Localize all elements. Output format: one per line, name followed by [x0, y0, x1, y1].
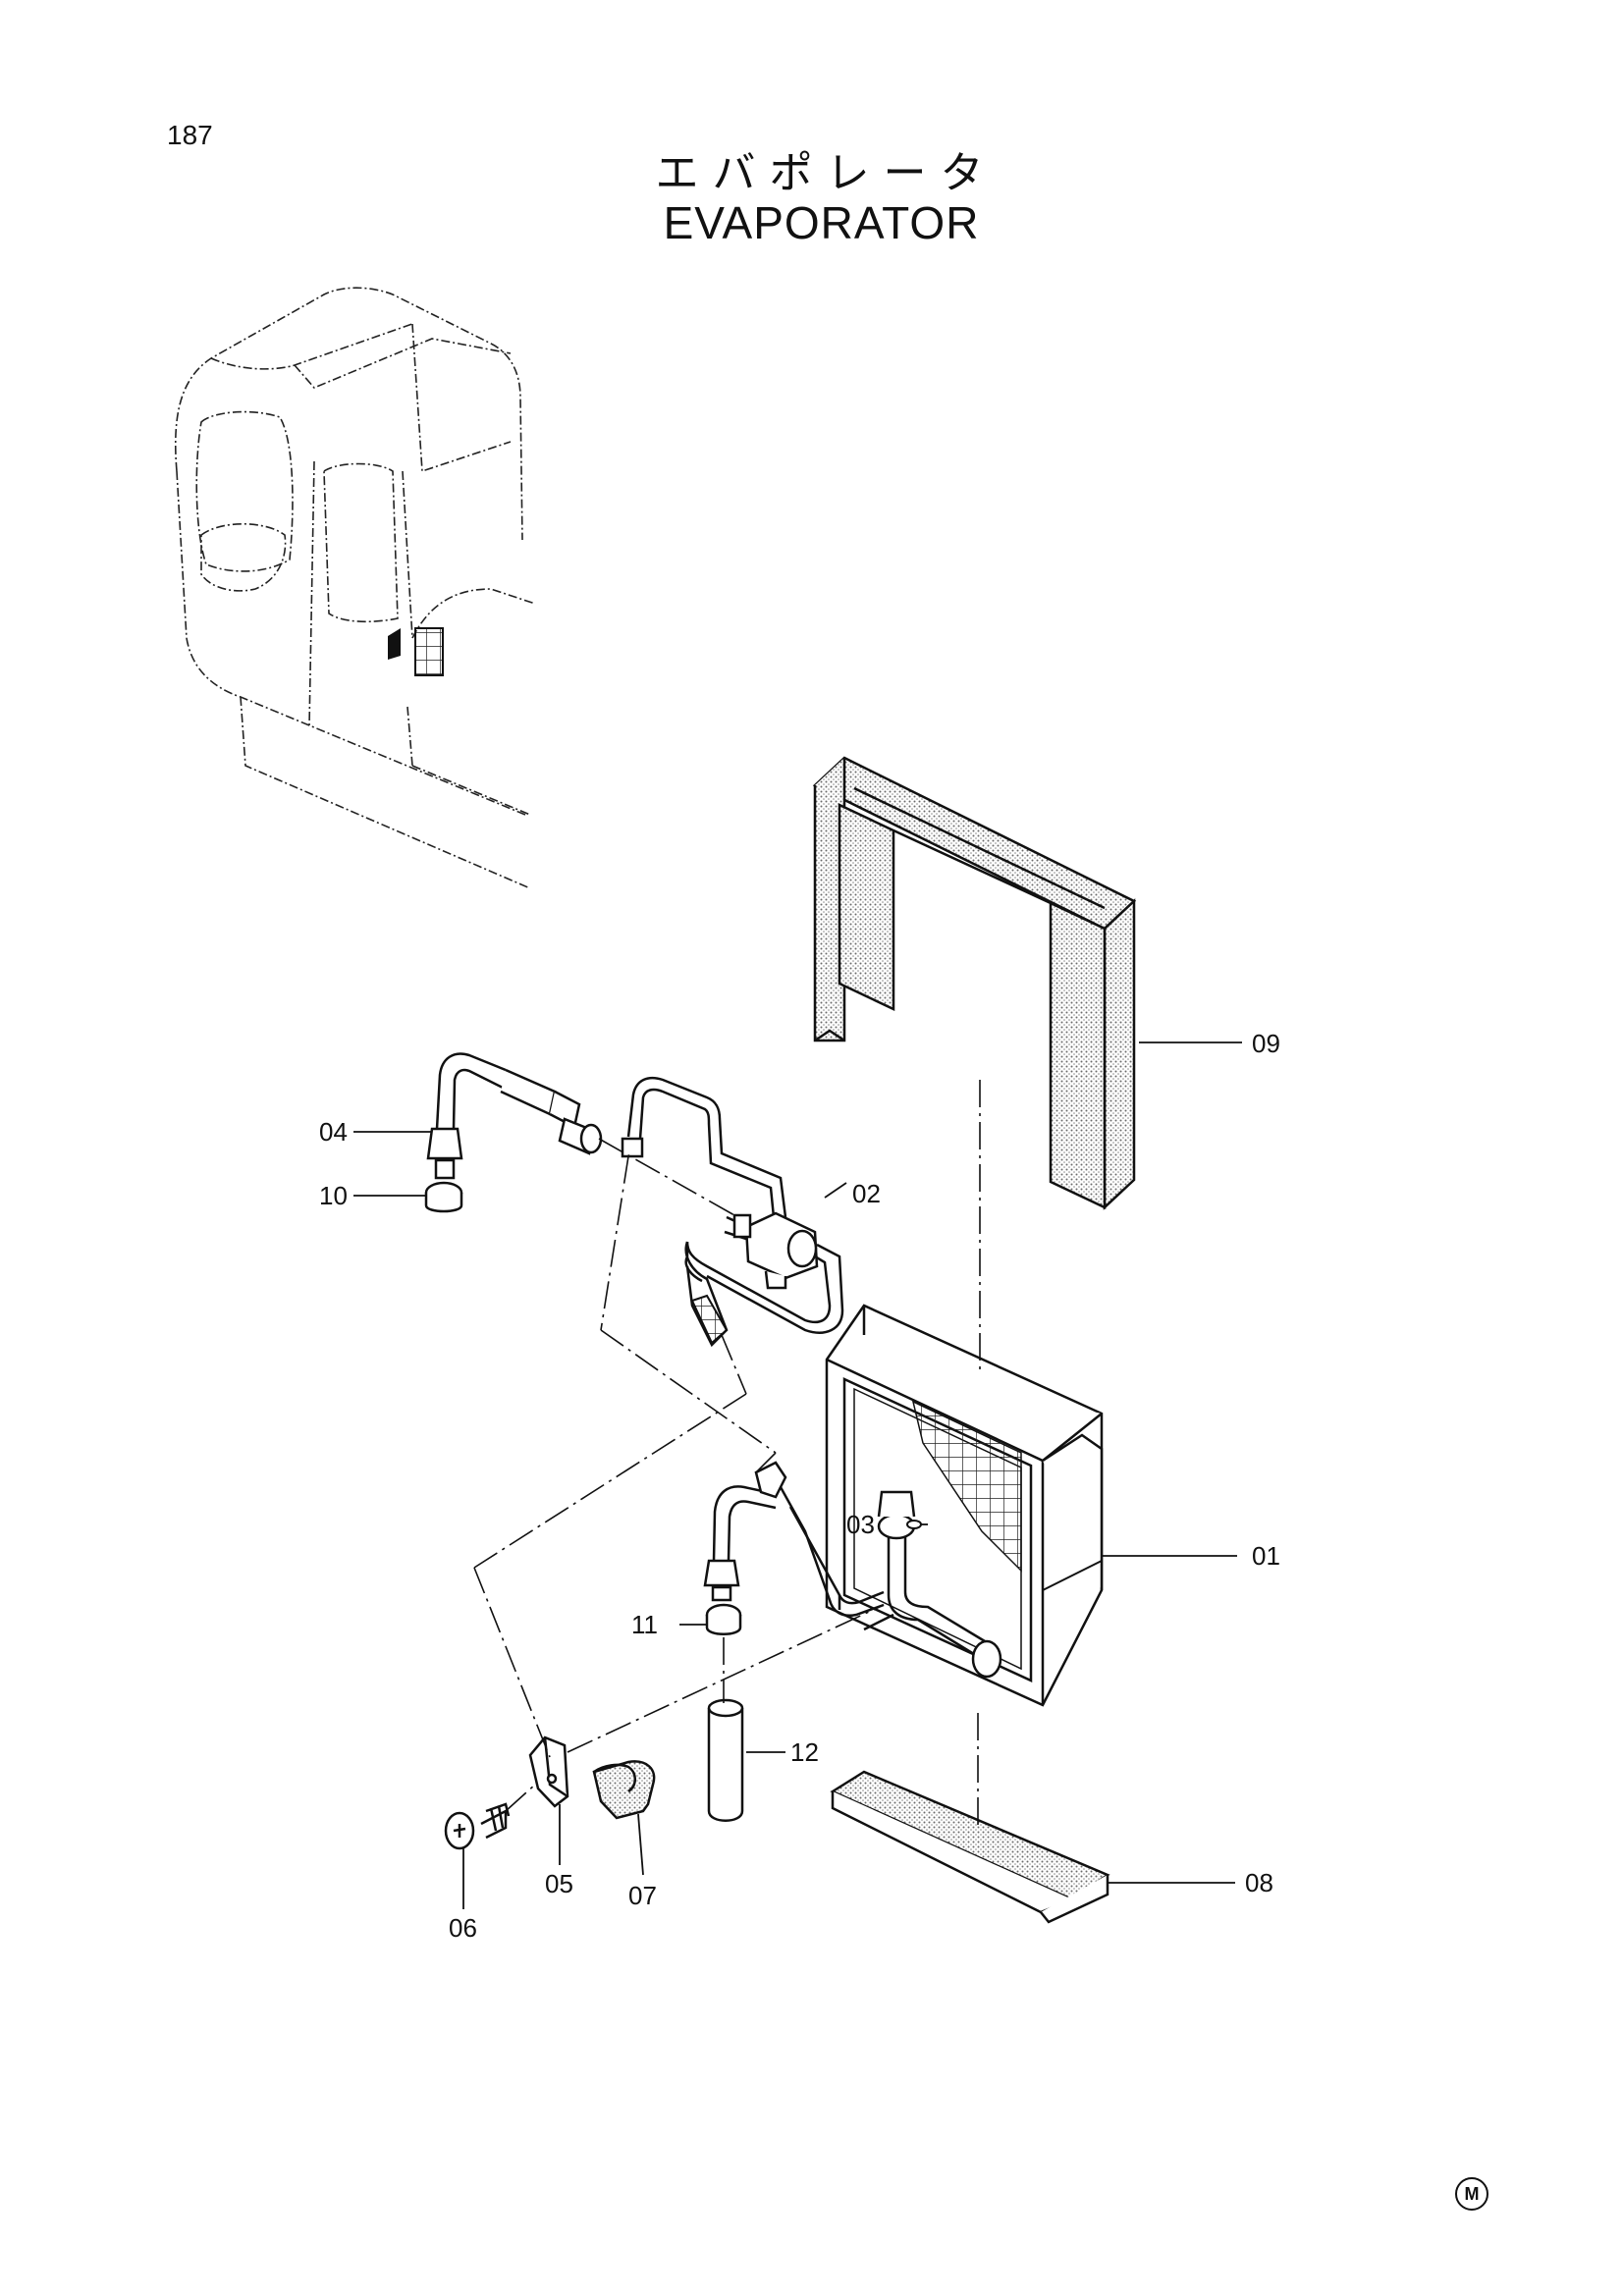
title-japanese: エバポレータ: [655, 148, 998, 198]
callout-09: 09: [1252, 1029, 1280, 1058]
callout-07: 07: [628, 1881, 657, 1910]
evaporator-location-marker: [388, 627, 444, 676]
part-09-seal-frame: [812, 756, 1137, 1210]
part-02-expansion-valve: [621, 1076, 844, 1348]
low-pressure-pipe: [703, 1461, 885, 1617]
part-05-clip: [528, 1735, 569, 1808]
part-01-evaporator-core: [825, 1304, 1104, 1707]
part-04-pipe-fitting: [426, 1052, 603, 1180]
callout-11: 11: [631, 1610, 658, 1639]
part-12-insulation-tube: [707, 1698, 744, 1822]
page-number: 187: [167, 120, 213, 150]
callout-01: 01: [1252, 1541, 1280, 1571]
callout-08: 08: [1245, 1868, 1273, 1897]
callout-12: 12: [790, 1737, 819, 1767]
assembly-guide-lines: [473, 1080, 981, 1828]
title-english: EVAPORATOR: [663, 197, 980, 248]
callout-03: 03: [846, 1510, 875, 1539]
machine-cab-illustration: [174, 287, 536, 889]
part-10-o-ring: [424, 1181, 463, 1213]
footer-circled-mark: M: [1455, 2177, 1488, 2211]
leader-lines: [353, 1041, 1242, 1909]
callout-10: 10: [319, 1181, 348, 1210]
callout-06: 06: [449, 1913, 477, 1943]
part-07-clamp: [592, 1760, 656, 1820]
part-02-sensing-bulb: [690, 1294, 729, 1345]
callout-05: 05: [545, 1869, 573, 1898]
part-03-o-ring: [906, 1520, 922, 1529]
part-11-o-ring: [705, 1603, 742, 1635]
part-08-drain-tray: [830, 1770, 1110, 1924]
part-01-outlet-pipes: [838, 1490, 1002, 1679]
callout-02: 02: [852, 1179, 881, 1208]
part-06-screw: [444, 1802, 511, 1850]
callout-04: 04: [319, 1117, 348, 1147]
